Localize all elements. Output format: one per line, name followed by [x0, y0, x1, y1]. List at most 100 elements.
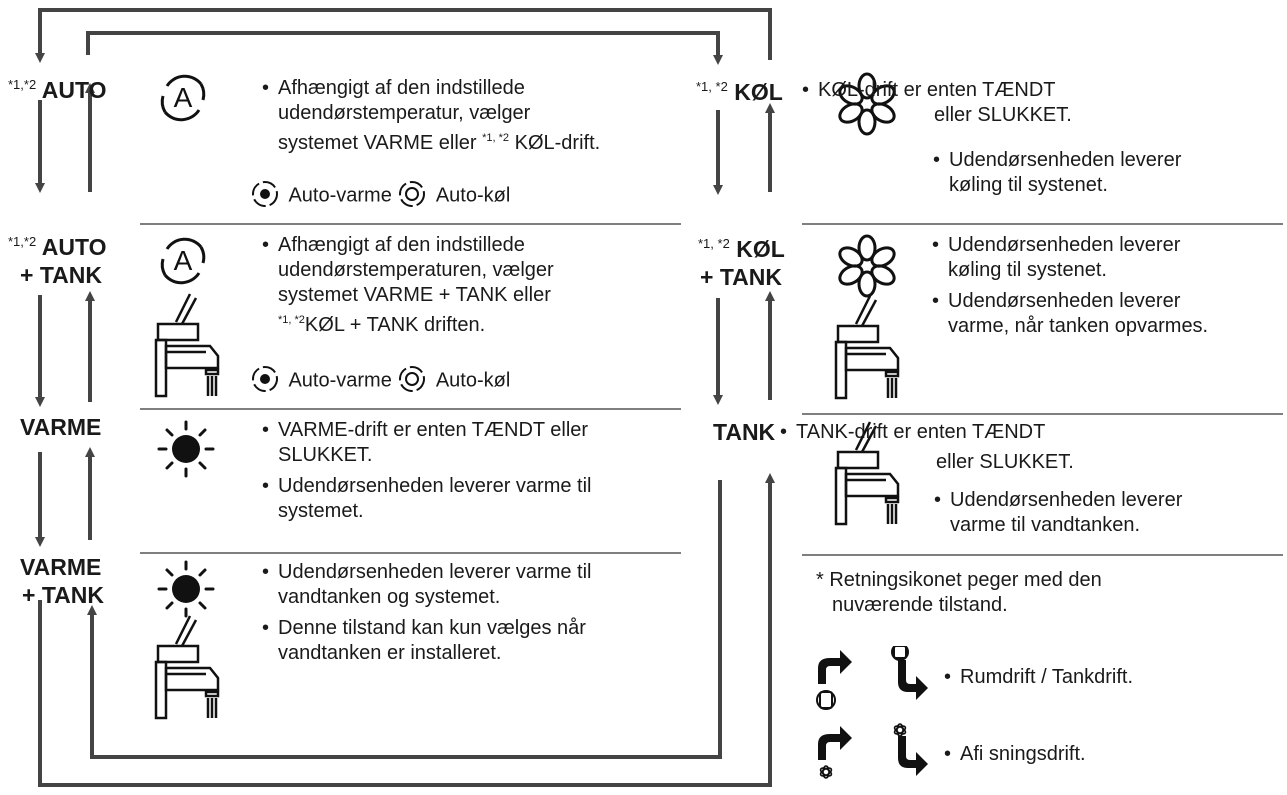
auto-heat-label: Auto-varme: [288, 184, 392, 207]
text-line: Udendørsenheden leverer: [948, 290, 1181, 312]
bullet: •: [262, 234, 270, 256]
auto-tank-description: • Afhængigt af den indstillede udendørste…: [262, 233, 554, 338]
mode-auto-tank[interactable]: *1,*2 AUTO + TANK: [8, 228, 107, 289]
mode-label: KØL: [736, 236, 785, 262]
text-line: eller SLUKKET.: [936, 451, 1074, 473]
text-line: systemet.: [278, 500, 364, 522]
bullet: •: [780, 421, 788, 443]
mode-label: VARME: [20, 414, 102, 440]
outer-loop-top: [35, 8, 772, 63]
text-line: Udendørsenheden leverer varme til: [278, 475, 592, 497]
svg-text:A: A: [174, 245, 193, 276]
inner-loop-bottom: [87, 480, 722, 759]
tank-description-line2: eller SLUKKET.: [936, 450, 1074, 475]
varme-description: • VARME-drift er enten TÆNDT eller SLUKKE…: [262, 418, 592, 524]
cooling-icon: [838, 234, 896, 298]
auto-mode-icon: A: [160, 237, 206, 285]
kol-description-line2: eller SLUKKET.: [934, 103, 1072, 128]
text-line: vandtanken og systemet.: [278, 586, 501, 608]
text-line: Udendørsenheden leverer: [948, 234, 1181, 256]
footnote-marker: *1,*2: [8, 234, 37, 249]
mode-label: KØL: [734, 79, 783, 105]
bullet: •: [262, 419, 270, 441]
footnote-marker: *1,*2: [8, 77, 37, 92]
auto-legend: Auto-varme Auto-køl: [250, 181, 510, 209]
mode-auto[interactable]: *1,*2 AUTO: [8, 71, 107, 104]
mode-varme[interactable]: VARME: [20, 413, 101, 441]
tap-icon: [834, 421, 900, 526]
text-line: udendørstemperaturen, vælger: [278, 259, 554, 281]
auto-cool-icon: [397, 181, 431, 209]
note-line: * Retningsikonet peger med den: [816, 569, 1102, 591]
tank-description-b2: • Udendørsenheden leverer varme til vandt…: [934, 488, 1182, 538]
svg-text:A: A: [174, 82, 193, 113]
bullet: •: [934, 489, 942, 511]
text-line: VARME-drift er enten TÆNDT eller: [278, 419, 589, 441]
bullet: •: [932, 234, 940, 256]
text-line: Afhængigt af den indstillede: [278, 77, 525, 99]
auto-heat-label: Auto-varme: [288, 369, 392, 392]
mode-label-tank: + TANK: [700, 264, 782, 290]
auto-heat-icon: [250, 181, 284, 209]
text-line: eller SLUKKET.: [934, 104, 1072, 126]
text-line: TANK-drift er enten TÆNDT: [796, 421, 1046, 443]
auto-description: •Afhængigt af den indstillede udendørste…: [262, 76, 600, 156]
varme-tank-description: •Udendørsenheden leverer varme til vandt…: [262, 560, 592, 666]
bullet: •: [944, 666, 952, 688]
auto-cool-label: Auto-køl: [435, 369, 511, 392]
mode-kol[interactable]: *1, *2 KØL: [696, 73, 783, 106]
sun-icon: [157, 420, 215, 478]
mode-varme-tank[interactable]: VARME + TANK: [20, 553, 104, 609]
room-tank-legend: • Rumdrift / Tankdrift.: [944, 665, 1133, 690]
note-line: nuværende tilstand.: [832, 594, 1008, 616]
bullet: •: [262, 617, 270, 639]
mode-label: TANK: [713, 419, 776, 445]
mode-label: AUTO: [41, 234, 107, 260]
auto-tank-legend: Auto-varme Auto-køl: [250, 366, 511, 394]
text-line: SLUKKET.: [278, 444, 373, 466]
footnote-marker: *1, *2: [698, 236, 730, 251]
defrost-legend: •Afi sningsdrift.: [944, 742, 1086, 767]
mode-kol-tank[interactable]: *1, *2 KØL + TANK: [698, 230, 785, 291]
text-line: Afhængigt af den indstillede: [278, 234, 525, 256]
text-line: KØL-drift.: [514, 132, 601, 154]
text-line: varme til vandtanken.: [950, 514, 1141, 536]
footnote-marker: *1, *2: [696, 79, 728, 94]
text-line: Udendørsenheden leverer: [949, 149, 1182, 171]
text-line: varme, når tanken opvarmes.: [948, 315, 1209, 337]
text-line: udendørstemperatur, vælger: [278, 102, 531, 124]
defrost-direction-icons: [818, 723, 928, 779]
bullet: •: [932, 290, 940, 312]
outer-loop-bottom: [38, 473, 775, 787]
text-line: KØL-drift er enten TÆNDT: [818, 79, 1056, 101]
bullet: •: [944, 743, 952, 765]
cooling-icon: [838, 72, 896, 136]
sun-icon: [157, 560, 215, 618]
tap-icon: [834, 295, 900, 400]
inner-loop-top: [86, 31, 723, 65]
kol-description-b2: •Udendørsenheden leverer køling til syst…: [933, 148, 1181, 198]
text-line: køling til systenet.: [949, 174, 1108, 196]
mode-label-tank: + TANK: [22, 582, 104, 608]
legend-text: Rumdrift / Tankdrift.: [960, 666, 1134, 688]
tank-description-line1: • TANK-drift er enten TÆNDT: [780, 420, 1045, 445]
mode-label: AUTO: [41, 77, 107, 103]
mode-tank[interactable]: TANK: [713, 418, 775, 446]
text-line: KØL + TANK driften.: [304, 314, 486, 336]
bullet: •: [262, 561, 270, 583]
room-tank-direction-icons: [816, 646, 928, 710]
text-line: systemet VARME eller: [278, 132, 477, 154]
mode-label: VARME: [20, 554, 102, 580]
footnote-marker: *1, *2: [278, 314, 305, 326]
direction-note: * Retningsikonet peger med den nuværende…: [816, 568, 1102, 618]
text-line: Udendørsenheden leverer: [950, 489, 1183, 511]
mode-label-tank: + TANK: [20, 262, 102, 288]
tap-icon: [154, 615, 220, 720]
bullet: •: [262, 475, 270, 497]
footnote-marker: *1, *2: [482, 132, 510, 144]
auto-mode-icon: A: [160, 74, 206, 122]
text-line: køling til systenet.: [948, 259, 1107, 281]
text-line: Denne tilstand kan kun vælges når: [278, 617, 586, 639]
